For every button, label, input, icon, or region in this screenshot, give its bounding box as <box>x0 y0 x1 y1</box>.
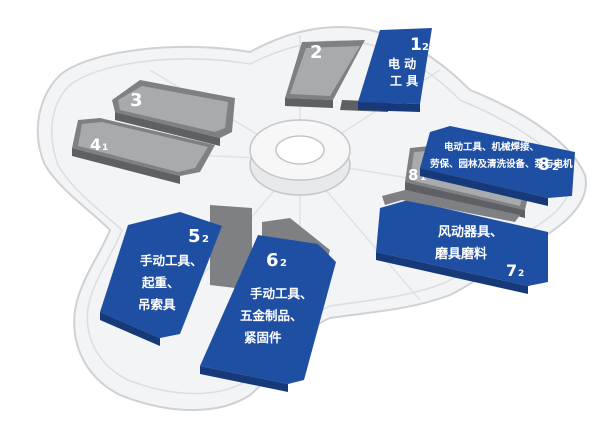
hall-6-2-label-line-1: 手动工具、 <box>250 286 313 301</box>
hall-8-2-label-line-2: 劳保、园林及清洗设备、泵与电机 <box>430 158 573 170</box>
hall-1-2-label-line-1: 电 动 <box>388 56 416 71</box>
hall-8-2-number: 8 <box>538 155 550 175</box>
hall-5-2-label-line-2: 起重、 <box>141 275 180 290</box>
hall-5-2[interactable]: 5 2 手动工具、 起重、 吊索具 <box>100 205 252 346</box>
hall-3-number: 3 <box>130 90 143 111</box>
hall-4-1[interactable]: 4 1 <box>72 118 215 184</box>
hall-8-2-label-line-1: 电动工具、机械焊接、 <box>444 141 539 153</box>
hall-6-2-label-line-3: 紧固件 <box>244 330 282 345</box>
hall-5-2-label-line-1: 手动工具、 <box>140 253 203 268</box>
hall-6-2-sub: 2 <box>280 258 287 269</box>
hall-5-2-label-line-3: 吊索具 <box>138 297 176 312</box>
hall-7-2-number: 7 <box>506 261 517 280</box>
hall-8-1-number: 8 <box>408 166 418 184</box>
hall-7-2-label-line-2: 磨具磨料 <box>435 246 487 262</box>
hall-1-2[interactable]: 1 2 电 动 工 具 <box>340 28 432 112</box>
hall-6-2-number: 6 <box>266 250 279 271</box>
central-rotunda <box>249 119 351 196</box>
hall-5-2-number: 5 <box>188 226 201 247</box>
hall-1-2-label-line-2: 工 具 <box>390 74 418 88</box>
hall-7-2[interactable]: 风动器具、 磨具磨料 7 2 <box>376 190 548 294</box>
hall-8-2-sub: 2 <box>552 162 559 173</box>
hall-3[interactable]: 3 <box>112 80 235 146</box>
hall-7-2-sub: 2 <box>518 269 524 279</box>
hall-6-2[interactable]: 6 2 手动工具、 五金制品、 紧固件 <box>200 218 336 392</box>
hall-8-2[interactable]: 电动工具、机械焊接、 劳保、园林及清洗设备、泵与电机 8 2 <box>420 126 575 206</box>
hall-2[interactable]: 2 <box>285 40 365 108</box>
hall-8-1-sub: 1 <box>420 173 426 183</box>
hall-6-2-label-line-2: 五金制品、 <box>240 308 303 323</box>
hall-7-2-label-line-1: 风动器具、 <box>438 225 503 240</box>
hall-1-2-number: 1 <box>410 35 422 55</box>
hall-1-2-sub: 2 <box>422 42 429 53</box>
hall-2-number: 2 <box>310 42 323 63</box>
hall-4-1-sub: 1 <box>102 143 108 153</box>
hall-4-1-number: 4 <box>90 135 101 154</box>
hall-5-2-sub: 2 <box>202 234 209 245</box>
